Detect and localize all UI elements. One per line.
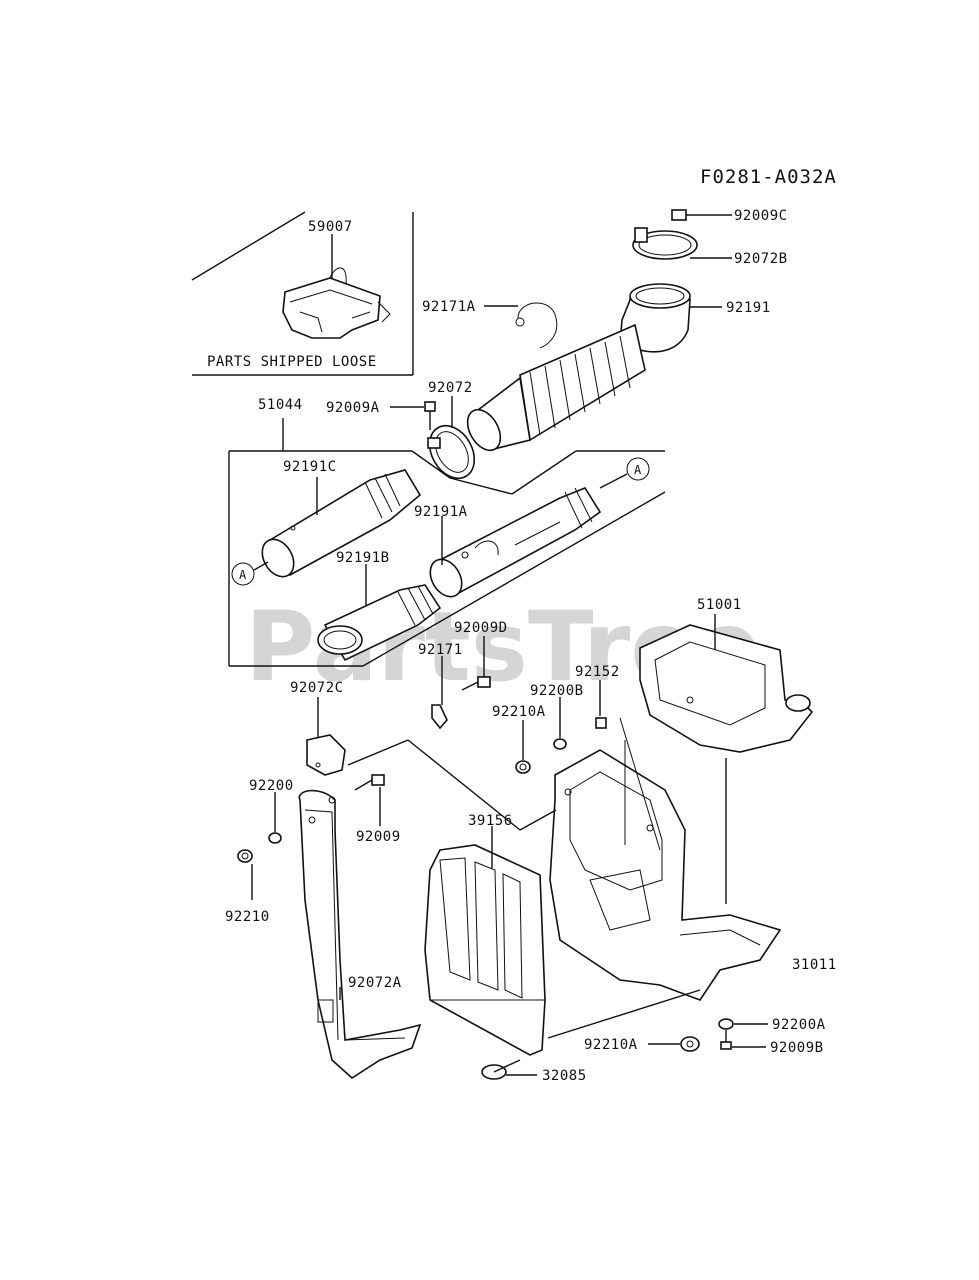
nut-92210A-top[interactable] xyxy=(515,760,531,774)
svg-text:A: A xyxy=(239,568,247,582)
pipe-92191A[interactable] xyxy=(424,487,602,602)
label-92072C: 92072C xyxy=(290,680,344,696)
label-92009D: 92009D xyxy=(454,620,508,636)
nut-92210[interactable] xyxy=(237,849,253,863)
label-92191C: 92191C xyxy=(283,459,337,475)
label-92210: 92210 xyxy=(225,909,270,925)
clamp-92072B[interactable] xyxy=(632,227,698,260)
label-39156: 39156 xyxy=(468,813,513,829)
washer-92200B[interactable] xyxy=(553,738,567,750)
label-92171: 92171 xyxy=(418,642,463,658)
bracket-92072C[interactable] xyxy=(306,734,346,776)
ref-marker-a-right: A xyxy=(599,457,650,489)
part-92152[interactable] xyxy=(595,717,607,729)
clamp-92072[interactable] xyxy=(421,418,484,486)
label-92191A: 92191A xyxy=(414,504,468,520)
label-32085: 32085 xyxy=(542,1068,587,1084)
label-92200: 92200 xyxy=(249,778,294,794)
clip-92171[interactable] xyxy=(431,704,448,730)
strap-bracket-92072A[interactable] xyxy=(298,789,422,1080)
loose-parts-box: PARTS SHIPPED LOOSE xyxy=(191,211,414,376)
washer-92200A[interactable] xyxy=(718,1018,734,1030)
bolt-92009B[interactable] xyxy=(720,1030,732,1050)
label-92171A: 92171A xyxy=(422,299,476,315)
frame-31011[interactable] xyxy=(549,717,782,1001)
assembly-lines xyxy=(347,739,701,1039)
label-59007: 59007 xyxy=(308,219,353,235)
diagram-code: F0281-A032A xyxy=(700,166,837,188)
label-92191: 92191 xyxy=(726,300,771,316)
screw-32085[interactable] xyxy=(481,1059,521,1080)
elbow-hose-92191[interactable] xyxy=(461,283,691,456)
pipe-92191C[interactable] xyxy=(256,469,422,582)
ref-marker-a-left: A xyxy=(231,561,269,586)
label-92210A-top: 92210A xyxy=(492,704,546,720)
safety-glasses-59007[interactable] xyxy=(282,267,391,339)
svg-text:A: A xyxy=(634,463,642,477)
label-92009C: 92009C xyxy=(734,208,788,224)
label-92009B: 92009B xyxy=(770,1040,824,1056)
label-92152: 92152 xyxy=(575,664,620,680)
label-92072A: 92072A xyxy=(348,975,402,991)
pipe-92191B[interactable] xyxy=(317,584,442,662)
bolt-92009A[interactable] xyxy=(424,401,436,430)
loose-parts-caption: PARTS SHIPPED LOOSE xyxy=(207,354,377,370)
label-92191B: 92191B xyxy=(336,550,390,566)
label-92009A: 92009A xyxy=(326,400,380,416)
fuel-tank-51001[interactable] xyxy=(639,624,814,753)
label-92072B: 92072B xyxy=(734,251,788,267)
label-92200A: 92200A xyxy=(772,1017,826,1033)
back-pad-39156[interactable] xyxy=(424,844,546,1056)
clip-92171A[interactable] xyxy=(515,302,558,349)
label-31011: 31011 xyxy=(792,957,837,973)
label-51001: 51001 xyxy=(697,597,742,613)
label-51044: 51044 xyxy=(258,397,303,413)
washer-92200[interactable] xyxy=(268,832,282,844)
bolt-92009[interactable] xyxy=(354,774,385,791)
bolt-92009C[interactable] xyxy=(671,209,704,221)
label-92072: 92072 xyxy=(428,380,473,396)
label-92200B: 92200B xyxy=(530,683,584,699)
pipe-kit-51044-box xyxy=(228,418,666,667)
label-92009: 92009 xyxy=(356,829,401,845)
label-92210A-bottom: 92210A xyxy=(584,1037,638,1053)
nut-92210A-bottom[interactable] xyxy=(680,1036,700,1052)
